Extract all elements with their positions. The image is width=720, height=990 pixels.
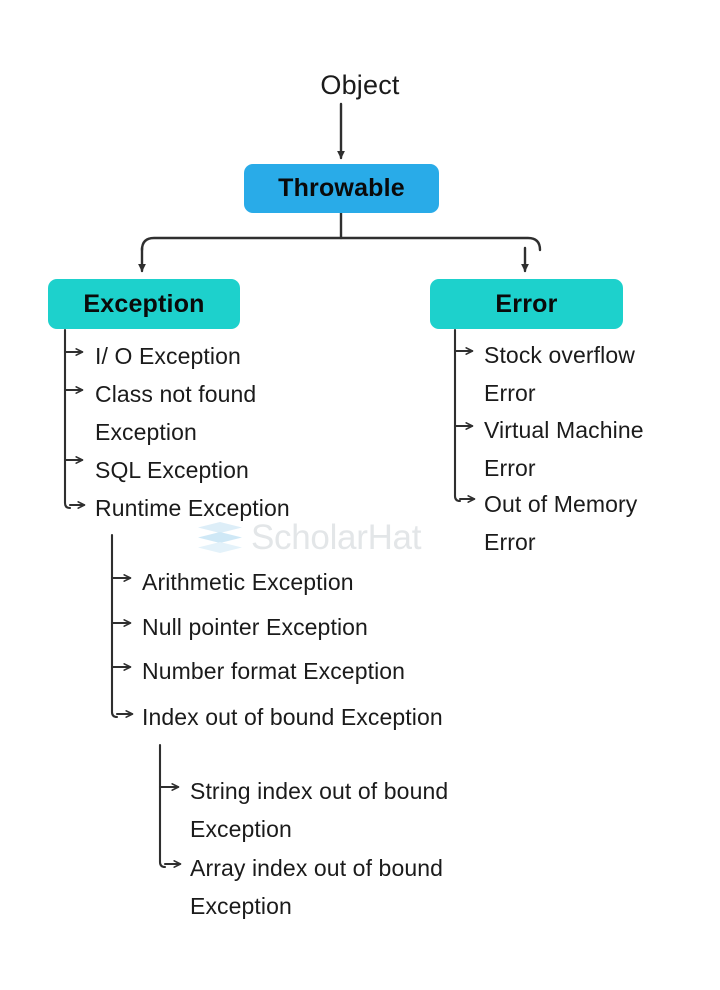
list-item: Index out of bound Exception bbox=[142, 704, 443, 730]
layered-stack-icon bbox=[198, 520, 242, 556]
list-item: Null pointer Exception bbox=[142, 614, 368, 640]
watermark-label: ScholarHat bbox=[251, 518, 422, 557]
node-throwable[interactable]: Throwable bbox=[244, 164, 439, 213]
node-exception[interactable]: Exception bbox=[48, 279, 240, 329]
node-error[interactable]: Error bbox=[430, 279, 623, 329]
list-item: Virtual Machine Error bbox=[484, 417, 644, 481]
list-item: Class not found Exception bbox=[95, 381, 257, 445]
list-item: Arithmetic Exception bbox=[142, 569, 354, 595]
root-node-object: Object bbox=[320, 70, 400, 100]
list-item: Runtime Exception bbox=[95, 495, 290, 521]
list-item: Number format Exception bbox=[142, 658, 406, 684]
list-item: Array index out of bound Exception bbox=[190, 855, 444, 919]
list-item: Out of Memory Error bbox=[484, 491, 638, 555]
list-item: I/ O Exception bbox=[95, 343, 241, 369]
list-item: Stock overflow Error bbox=[484, 342, 635, 406]
list-item: String index out of bound Exception bbox=[190, 778, 449, 842]
scholarhat-watermark: ScholarHat bbox=[198, 518, 421, 558]
list-item: SQL Exception bbox=[95, 457, 249, 483]
